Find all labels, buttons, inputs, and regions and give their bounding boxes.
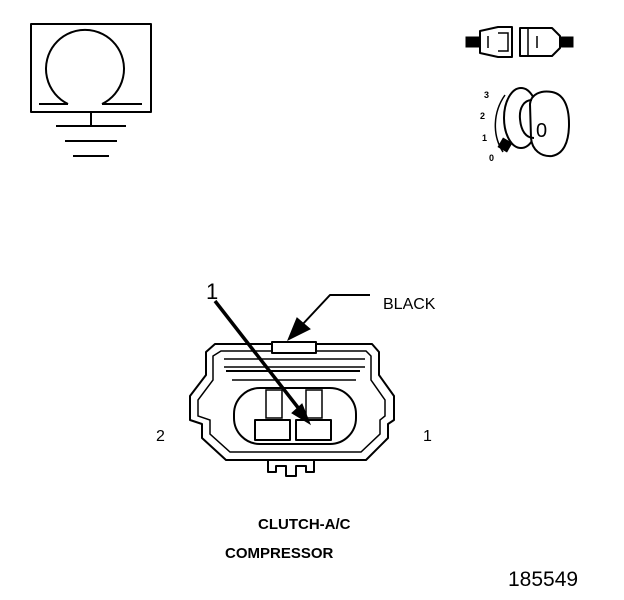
- ignition-position-1: 1: [482, 133, 487, 143]
- pin-label-2: 2: [156, 428, 165, 445]
- figure-number: 185549: [508, 568, 578, 591]
- wire-color-label: BLACK: [383, 296, 436, 313]
- ignition-position-3: 3: [484, 90, 489, 100]
- component-name-line-1: CLUTCH-A/C: [258, 516, 351, 533]
- ignition-position-0: 0: [489, 153, 494, 163]
- callout-number: 1: [206, 279, 218, 304]
- ohmmeter-icon: [30, 23, 152, 157]
- component-name-line-2: COMPRESSOR: [225, 545, 334, 562]
- connector-body: [189, 341, 395, 477]
- wire-color-callout: BLACK: [287, 294, 436, 342]
- key-symbol: 0: [536, 120, 547, 142]
- ignition-position-2: 2: [480, 111, 485, 121]
- callout-1: 1: [206, 279, 312, 426]
- pin-label-1: 1: [423, 428, 432, 445]
- ignition-switch-off-icon: 3 2 1 0 0: [480, 87, 570, 163]
- disconnected-connector-icon: [465, 26, 574, 58]
